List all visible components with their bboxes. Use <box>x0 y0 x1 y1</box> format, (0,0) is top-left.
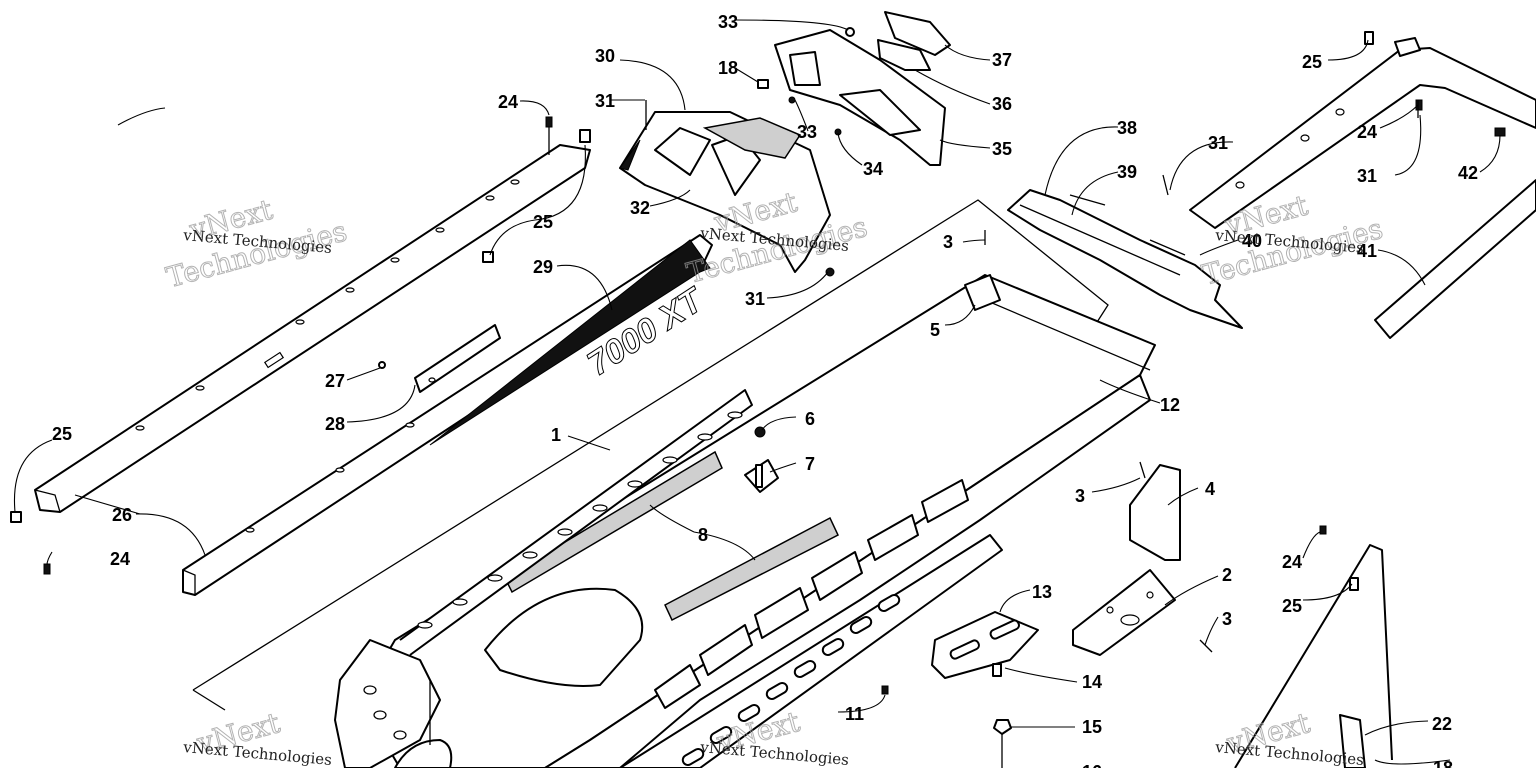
bracket-part-4 <box>1129 464 1181 561</box>
callout-25: 25 <box>1282 596 1302 616</box>
housing-part-35 <box>774 29 946 166</box>
callout-25: 25 <box>52 424 72 444</box>
callout-4: 4 <box>1205 479 1215 499</box>
callout-39: 39 <box>1117 162 1137 182</box>
callout-36: 36 <box>992 94 1012 114</box>
callout-33: 33 <box>718 12 738 32</box>
callout-1: 1 <box>551 425 561 445</box>
callout-25: 25 <box>533 212 553 232</box>
callout-37: 37 <box>992 50 1012 70</box>
callout-15: 15 <box>1082 717 1102 737</box>
callout-18: 18 <box>718 58 738 78</box>
callout-31: 31 <box>1208 133 1228 153</box>
callout-42: 42 <box>1458 163 1478 183</box>
callout-28: 28 <box>325 414 345 434</box>
callout-38: 38 <box>1117 118 1137 138</box>
callout-27: 27 <box>325 371 345 391</box>
callout-24: 24 <box>110 549 130 569</box>
callout-13: 13 <box>1032 582 1052 602</box>
strip-part-28 <box>414 324 501 393</box>
callout-2: 2 <box>1222 565 1232 585</box>
grab-handle-part-22 <box>1234 544 1393 768</box>
bracket-part-2 <box>1072 569 1176 656</box>
flap-part-38 <box>1007 189 1243 329</box>
callout-3: 3 <box>1222 609 1232 629</box>
callout-5: 5 <box>930 320 940 340</box>
leader-lines <box>13 19 1501 765</box>
callout-numbers: 1 2 3 3 3 3 4 5 6 7 8 11 12 13 14 15 16 … <box>52 12 1478 768</box>
callout-7: 7 <box>805 454 815 474</box>
callout-12: 12 <box>1160 395 1180 415</box>
callout-29: 29 <box>533 257 553 277</box>
callout-33: 33 <box>797 122 817 142</box>
hardware <box>10 27 1506 768</box>
callout-25: 25 <box>1302 52 1322 72</box>
callout-14: 14 <box>1082 672 1102 692</box>
assembly-outline-corner <box>192 689 226 711</box>
callout-35: 35 <box>992 139 1012 159</box>
callout-31: 31 <box>1357 166 1377 186</box>
callout-6: 6 <box>805 409 815 429</box>
part-37 <box>884 11 951 56</box>
rail-part-26 <box>34 144 713 596</box>
callout-24: 24 <box>498 92 518 112</box>
tunnel-part-1 <box>334 274 1156 768</box>
callout-11: 11 <box>845 704 864 724</box>
bumper-part-41 <box>1189 37 1536 339</box>
callout-26: 26 <box>112 505 132 525</box>
running-board <box>619 534 1003 768</box>
callout-31: 31 <box>745 289 765 309</box>
callout-3: 3 <box>943 232 953 252</box>
callout-24: 24 <box>1357 122 1377 142</box>
callout-31: 31 <box>595 91 615 111</box>
callout-32: 32 <box>630 198 650 218</box>
callout-16: 16 <box>1082 762 1102 768</box>
callout-41: 41 <box>1357 241 1377 261</box>
side-holes <box>417 411 743 629</box>
callout-18: 18 <box>1433 758 1453 768</box>
callout-3: 3 <box>1075 486 1085 506</box>
cover-part-30 <box>619 111 831 273</box>
part-36 <box>877 39 931 71</box>
traction-strip <box>504 450 723 594</box>
footpad-part-13 <box>931 611 1039 679</box>
callout-34: 34 <box>863 159 883 179</box>
callout-22: 22 <box>1432 714 1452 734</box>
callout-8: 8 <box>698 525 708 545</box>
callout-24: 24 <box>1282 552 1302 572</box>
callout-40: 40 <box>1242 231 1262 251</box>
callout-30: 30 <box>595 46 615 66</box>
traction-strip <box>664 516 839 622</box>
